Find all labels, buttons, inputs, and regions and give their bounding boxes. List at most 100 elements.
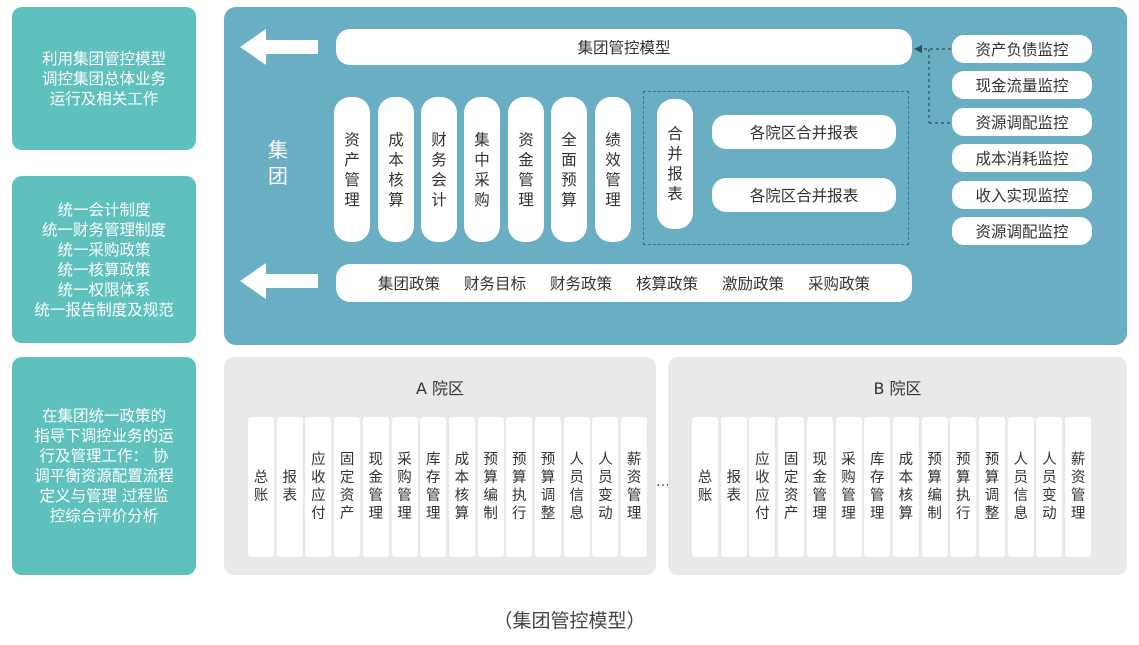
function-char: 产 (344, 150, 360, 169)
module-3: 应收应付 (749, 417, 776, 557)
function-char: 理 (605, 190, 621, 209)
module-label: 预算调整 (541, 451, 556, 523)
module-char: 理 (812, 506, 828, 522)
module-char: 应 (755, 452, 770, 468)
operation-text: 在集团统一政策的 指导下调控业务的运 行及管理工作： 协 调平衡资源配置流程 定… (34, 407, 174, 525)
module-label: 报表 (282, 469, 297, 505)
group-label-chars: 集团 (268, 137, 288, 189)
module-char: 管 (1070, 488, 1086, 504)
module-char: 固 (783, 452, 799, 468)
module-char: 管 (626, 488, 642, 504)
module-char: 执 (512, 488, 527, 504)
function-char: 管 (518, 170, 534, 189)
module-char: 预 (984, 452, 1000, 468)
module-char: 管 (368, 488, 384, 504)
function-char: 本 (388, 150, 404, 169)
function-char: 理 (344, 190, 360, 209)
module-14: 薪资管理 (1065, 417, 1092, 557)
module-8: 成本核算 (448, 417, 475, 557)
function-char: 中 (474, 150, 490, 169)
module-1: 总账 (692, 417, 718, 557)
module-char: 账 (253, 488, 269, 504)
module-char: 员 (598, 470, 613, 486)
module-char: 调 (984, 488, 1000, 504)
function-label: 集中采购 (474, 130, 490, 210)
module-char: 采 (841, 452, 856, 468)
module-4: 固定资产 (334, 417, 361, 557)
module-6: 采购管理 (835, 417, 862, 557)
module-char: 理 (841, 506, 856, 522)
module-char: 算 (454, 506, 470, 522)
module-label: 采购管理 (841, 451, 856, 523)
module-char: 理 (1070, 506, 1086, 522)
function-4: 集中采购 (464, 97, 500, 242)
module-char: 本 (898, 470, 914, 486)
module-char: 本 (454, 470, 470, 486)
module-7: 库存管理 (420, 417, 447, 557)
function-char: 预 (561, 170, 577, 189)
module-char: 变 (598, 488, 613, 504)
function-char: 资 (518, 130, 534, 149)
campus-b-title: B 院区 (873, 379, 922, 398)
function-char: 全 (561, 130, 577, 149)
monitor-item: 现金流量监控 (952, 71, 1092, 99)
module-label: 成本核算 (899, 451, 914, 523)
module-char: 预 (927, 452, 942, 468)
module-char: 管 (425, 488, 441, 504)
consolidated-item-1: 各院区合并报表 (712, 115, 896, 149)
module-14: 薪资管理 (621, 417, 648, 557)
module-10: 预算执行 (506, 417, 533, 557)
module-label: 库存管理 (870, 451, 885, 523)
function-char: 算 (388, 190, 404, 209)
consolidated-item-2: 各院区合并报表 (712, 178, 896, 212)
function-label: 全面预算 (561, 130, 577, 210)
module-char: 调 (540, 488, 556, 504)
module-5: 现金管理 (362, 417, 389, 557)
function-label: 绩效管理 (605, 130, 621, 210)
module-char: 变 (1042, 488, 1057, 504)
module-char: 管 (812, 488, 828, 504)
module-char: 产 (783, 506, 799, 522)
module-char: 报 (726, 470, 741, 486)
module-char: 表 (282, 488, 297, 504)
module-11: 预算调整 (535, 417, 561, 557)
function-label: 成本核算 (388, 130, 404, 210)
function-char: 成 (388, 130, 404, 149)
module-char: 算 (512, 470, 527, 486)
monitor-item: 成本消耗监控 (952, 144, 1092, 172)
policy-item: 核算政策 (635, 275, 698, 293)
policy-item: 激励政策 (721, 275, 784, 293)
module-12: 人员信息 (1007, 417, 1034, 557)
module-char: 算 (927, 470, 942, 486)
module-char: 行 (956, 506, 971, 522)
module-label: 应收应付 (755, 451, 770, 523)
module-char: 库 (869, 452, 885, 468)
module-char: 制 (927, 506, 942, 522)
module-char: 预 (483, 452, 498, 468)
module-label: 预算执行 (512, 451, 527, 523)
module-char: 定 (783, 470, 799, 486)
function-char: 务 (431, 150, 447, 169)
module-label: 固定资产 (340, 451, 355, 523)
module-12: 人员信息 (563, 417, 590, 557)
module-10: 预算执行 (950, 417, 977, 557)
module-label: 人员信息 (569, 451, 584, 523)
module-char: 薪 (626, 452, 642, 468)
module-char: 表 (726, 488, 741, 504)
module-11: 预算调整 (979, 417, 1005, 557)
function-label: 资产管理 (344, 130, 360, 210)
policy-text: 统一会计制度 统一财务管理制度 统一采购政策 统一核算政策 统一权限体系 统一报… (34, 200, 174, 319)
left-panel-operation: 在集团统一政策的 指导下调控业务的运 行及管理工作： 协 调平衡资源配置流程 定… (12, 357, 196, 575)
function-char: 核 (388, 170, 404, 189)
module-char: 薪 (1070, 452, 1086, 468)
module-char: 付 (311, 506, 326, 522)
module-char: 购 (397, 470, 412, 486)
module-13: 人员变动 (592, 417, 619, 557)
module-char: 整 (984, 506, 1000, 522)
module-char: 整 (540, 506, 556, 522)
module-char: 金 (812, 470, 828, 486)
function-2: 成本核算 (378, 97, 414, 242)
module-char: 报 (282, 470, 297, 486)
module-char: 存 (869, 470, 885, 486)
module-char: 管 (397, 488, 412, 504)
